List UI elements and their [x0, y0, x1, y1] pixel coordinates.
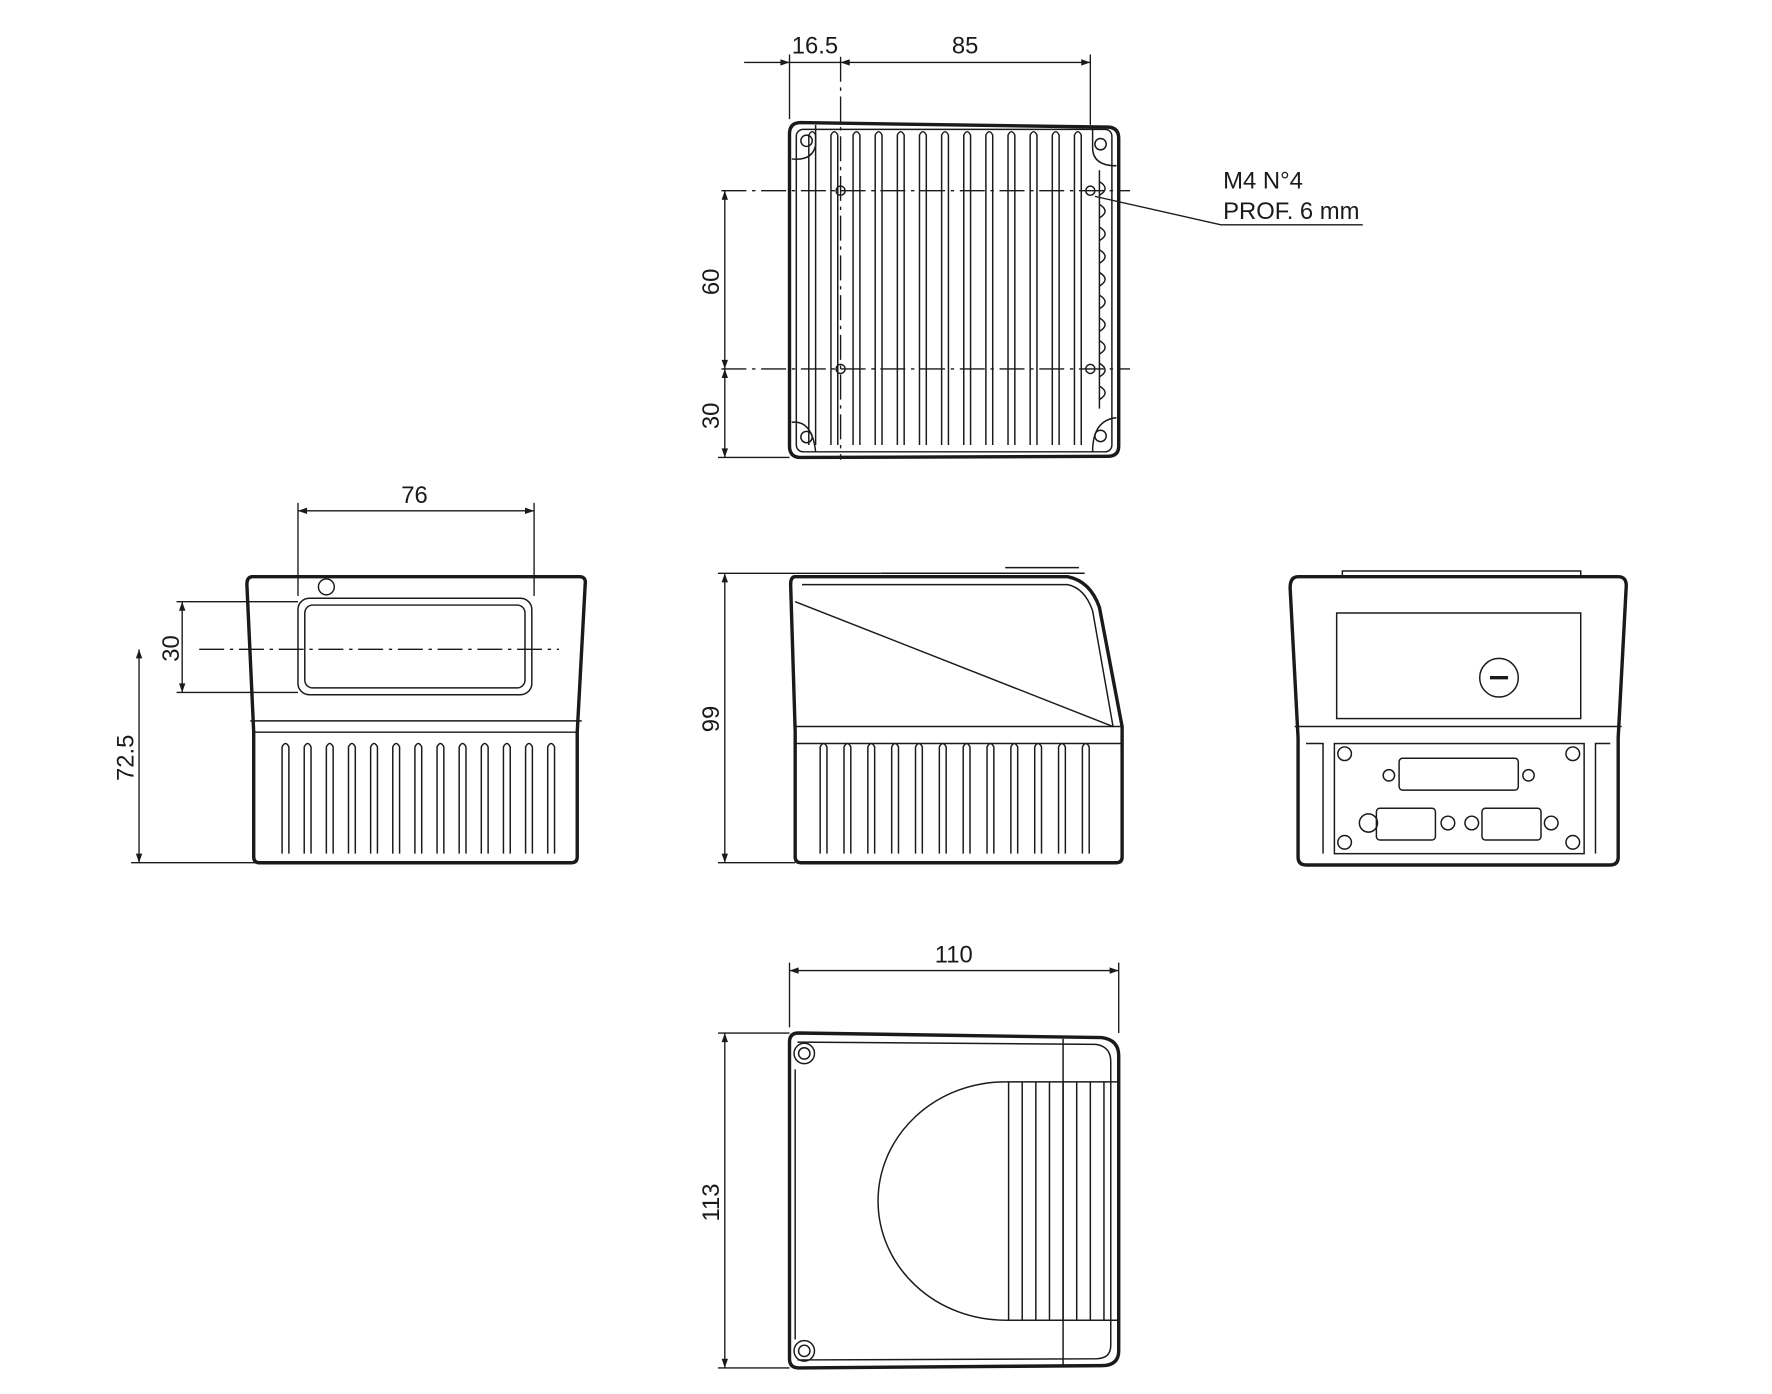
- top-view-fins: [808, 130, 1082, 445]
- fin-line: [281, 742, 290, 854]
- fin-line: [940, 130, 950, 445]
- dim-16-5-label: 16.5: [792, 32, 838, 59]
- dim-110-label: 110: [935, 942, 973, 969]
- fin-line: [962, 742, 971, 854]
- front-view: 76 30 72.5: [112, 482, 588, 865]
- fin-line: [914, 742, 924, 854]
- fin-line: [325, 742, 334, 854]
- depth-annotation: PROF. 6 mm: [1223, 198, 1359, 225]
- bottom-view-outline: [787, 1031, 1121, 1370]
- fin-line: [1010, 742, 1019, 854]
- top-view: 16.5 85 60 30 M4 N°4 PROF. 6 mm: [698, 32, 1363, 460]
- fin-line: [843, 742, 852, 854]
- dim-99-label: 99: [698, 706, 725, 733]
- fin-line: [963, 130, 972, 445]
- fin-line: [1081, 742, 1090, 854]
- dim-76-label: 76: [401, 482, 428, 509]
- bottom-view-fins: [1007, 1081, 1105, 1321]
- fin-line: [819, 742, 828, 854]
- fin-line: [1057, 742, 1067, 854]
- fin-line: [938, 742, 947, 854]
- fin-line: [369, 742, 379, 854]
- fin-line: [1051, 130, 1060, 445]
- rear-view: [1288, 570, 1628, 867]
- fin-line: [1007, 130, 1016, 445]
- bottom-view: 110 113: [698, 942, 1121, 1370]
- connectors: [1337, 746, 1581, 850]
- thread-annotation: M4 N°4: [1223, 167, 1303, 194]
- scan-window-arc: [877, 1081, 1006, 1321]
- top-view-outline: [787, 120, 1121, 460]
- connector-plate: [1333, 742, 1585, 855]
- fin-line: [808, 130, 817, 445]
- front-view-outline: [245, 574, 588, 865]
- side-view-fins: [819, 742, 1090, 854]
- dim-72-5-label: 72.5: [112, 735, 139, 781]
- fin-line: [852, 130, 861, 445]
- fin-line: [480, 742, 489, 854]
- fin-line: [458, 742, 467, 854]
- corner-mount-holes: [791, 124, 1117, 452]
- side-view: 99: [698, 566, 1124, 865]
- fin-line: [986, 742, 995, 854]
- front-window: [297, 597, 533, 696]
- dim-60-label: 60: [698, 269, 725, 296]
- fin-line: [896, 130, 905, 445]
- dim-113-label: 113: [698, 1183, 725, 1221]
- fin-line: [524, 742, 534, 854]
- fin-line: [436, 742, 445, 854]
- fin-line: [414, 742, 423, 854]
- fin-line: [392, 742, 401, 854]
- fin-line: [830, 130, 839, 445]
- dim-30-label: 30: [698, 403, 725, 430]
- rear-view-outline: [1288, 574, 1628, 867]
- rear-window: [1335, 612, 1582, 720]
- fin-line: [1073, 130, 1082, 445]
- front-view-fins: [281, 742, 556, 854]
- fin-line: [1033, 742, 1043, 854]
- fin-line: [874, 130, 883, 445]
- fin-line: [890, 742, 900, 854]
- fin-line: [1029, 130, 1038, 445]
- fin-line: [867, 742, 876, 854]
- fin-line: [918, 130, 928, 445]
- dim-30-window-label: 30: [158, 635, 185, 662]
- fin-line: [303, 742, 312, 854]
- fin-line: [502, 742, 511, 854]
- fin-line: [546, 742, 556, 854]
- side-view-outline: [788, 574, 1124, 865]
- fin-line: [347, 742, 357, 854]
- fin-line: [985, 130, 994, 445]
- dim-85-label: 85: [952, 32, 979, 59]
